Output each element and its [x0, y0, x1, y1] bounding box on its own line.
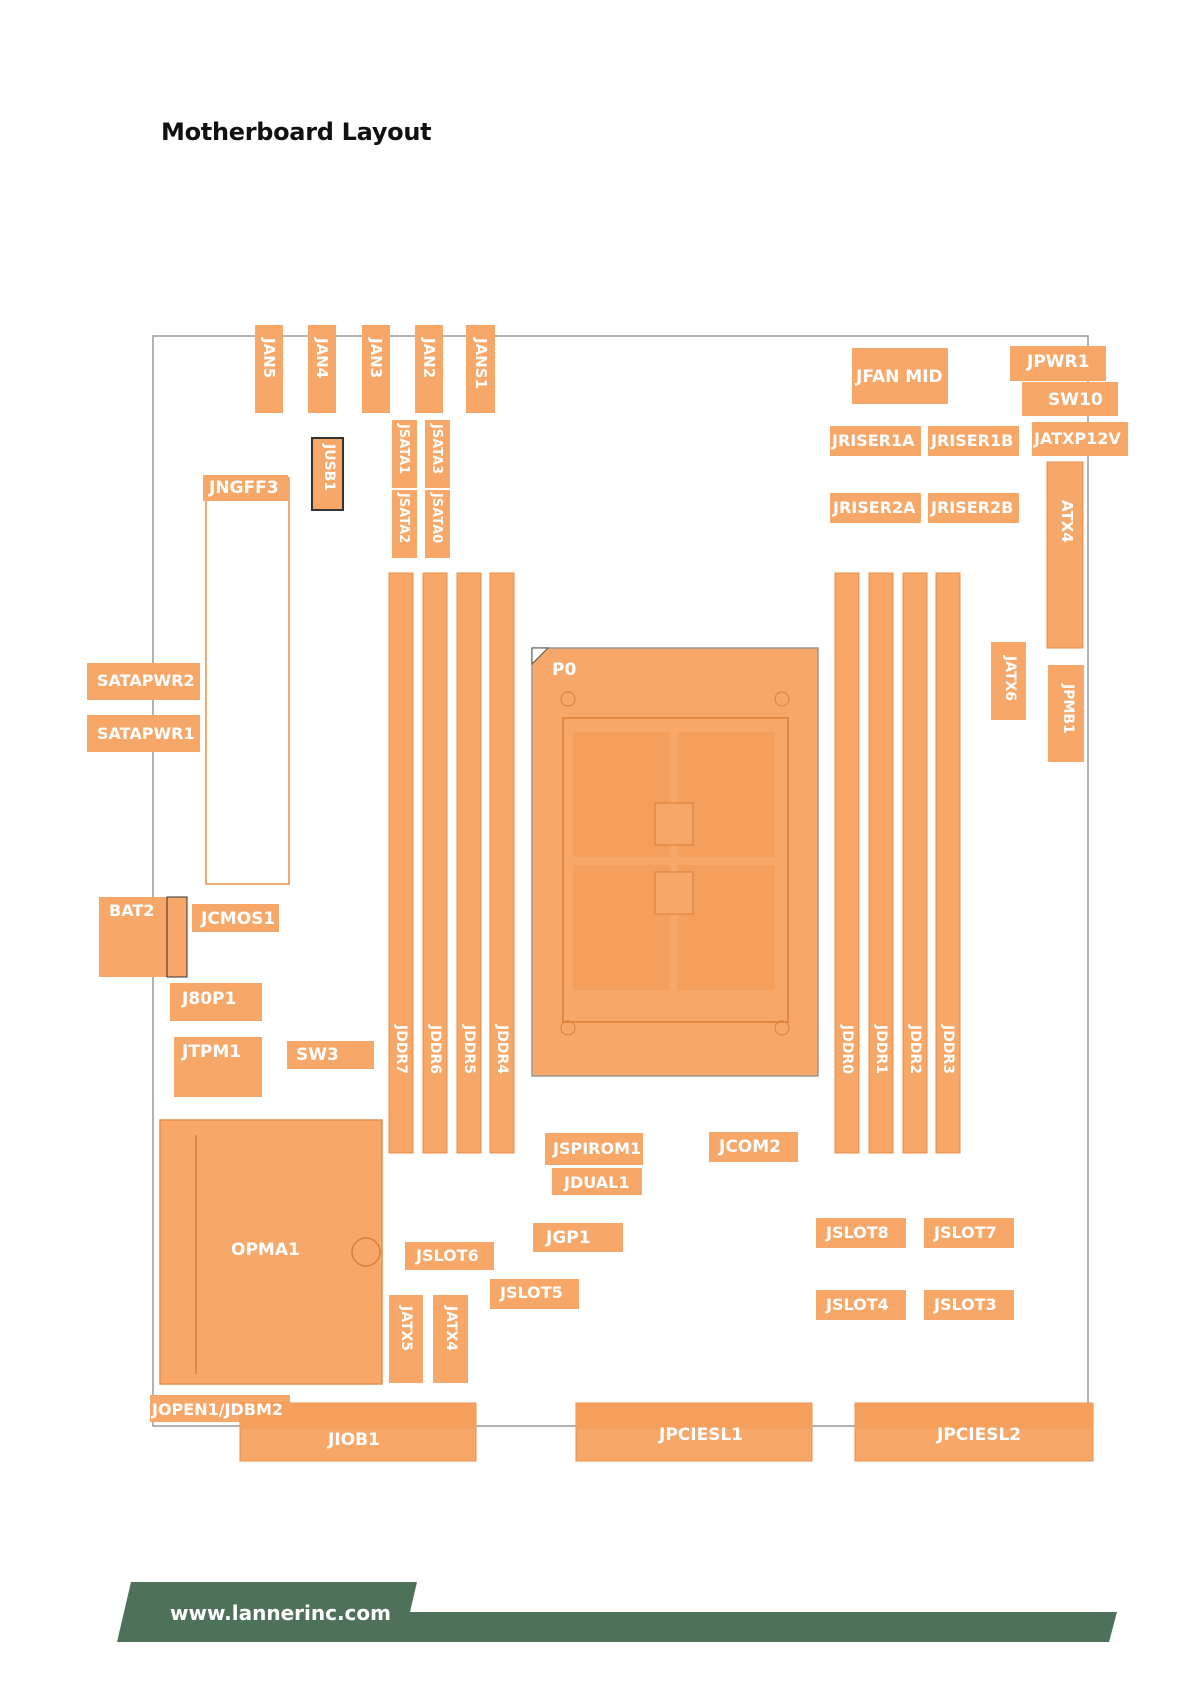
jslot7-label: JSLOT7: [934, 1223, 997, 1242]
jsata3-label: JSATA3: [429, 424, 444, 475]
jtpm1-header: [174, 1037, 262, 1097]
jfan-mid-label: JFAN MID: [856, 367, 943, 387]
jddr5-label: JDDR5: [461, 1025, 477, 1074]
jusb1-header: [311, 437, 344, 511]
jngff3-slot: [205, 477, 290, 885]
jriser2b-label: JRISER2B: [931, 498, 1014, 517]
jslot7-header: [924, 1218, 1014, 1248]
jopen1-jdbm2-label: JOPEN1/JDBM2: [152, 1400, 284, 1419]
satapwr1-connector: [87, 715, 200, 752]
jslot5-label: JSLOT5: [500, 1283, 563, 1302]
jslot8-header: [816, 1218, 906, 1248]
jiob1-label: JIOB1: [328, 1430, 380, 1450]
jdual1-label: JDUAL1: [564, 1173, 630, 1192]
jcmos1-label: JCMOS1: [201, 909, 276, 929]
jpciesl1-label: JPCIESL1: [659, 1425, 744, 1445]
jpmb1-label: JPMB1: [1060, 684, 1076, 734]
jatxp12v-label: JATXP12V: [1034, 429, 1121, 448]
jslot6-label: JSLOT6: [416, 1246, 479, 1265]
jatx6-label: JATX6: [1002, 656, 1018, 702]
j80p1-header: [170, 983, 262, 1021]
bat2-label: BAT2: [109, 901, 155, 920]
sata-connectors: [392, 420, 450, 558]
jusb1-label: JUSB1: [321, 444, 337, 492]
jngff3-label: JNGFF3: [209, 478, 279, 498]
jatx6-connector: [991, 642, 1026, 720]
p0-label: P0: [552, 660, 577, 680]
jddr0-label: JDDR0: [839, 1025, 855, 1074]
opma1-label: OPMA1: [231, 1240, 300, 1260]
jans1-label: JANS1: [472, 338, 490, 389]
jslot5-header: [490, 1279, 579, 1309]
jpciesl2-connector: [854, 1402, 1094, 1462]
jriser1a-label: JRISER1A: [832, 431, 915, 450]
jslot3-header: [924, 1290, 1014, 1320]
jddr7-label: JDDR7: [393, 1025, 409, 1074]
fan-headers: [255, 325, 495, 413]
jcom2-header: [709, 1132, 798, 1162]
cpu-socket-p0: [531, 647, 819, 1077]
jriser1b-label: JRISER1B: [931, 431, 1014, 450]
jatx4-connector: [433, 1295, 468, 1383]
jpciesl2-label: JPCIESL2: [937, 1425, 1022, 1445]
dimm-slots-left: [388, 572, 515, 1154]
jslot4-label: JSLOT4: [826, 1295, 889, 1314]
jatx5-connector: [389, 1295, 423, 1383]
j80p1-label: J80P1: [182, 989, 237, 1009]
jriser2a-connector: [830, 493, 921, 523]
jcmos1-header: [192, 904, 279, 932]
jsata1-label: JSATA1: [396, 424, 411, 475]
jpciesl1-connector: [575, 1402, 813, 1462]
jgp1-header: [533, 1223, 623, 1252]
jan2-label: JAN2: [420, 338, 438, 379]
jslot6-header: [405, 1242, 494, 1270]
jsata0-label: JSATA0: [429, 493, 444, 544]
jspirom1-label: JSPIROM1: [553, 1139, 642, 1158]
jddr3-label: JDDR3: [940, 1025, 956, 1074]
footer-url: www.lannerinc.com: [170, 1601, 391, 1625]
jan4-label: JAN4: [313, 338, 331, 379]
jriser2a-label: JRISER2A: [833, 498, 916, 517]
jslot3-label: JSLOT3: [934, 1295, 997, 1314]
sw3-switch: [287, 1041, 374, 1069]
atx4-right-label: ATX4: [1058, 500, 1076, 543]
jcom2-label: JCOM2: [719, 1137, 781, 1157]
jfan-mid-header: [852, 348, 948, 404]
jdual1-header: [552, 1168, 642, 1195]
sw3-label: SW3: [296, 1045, 339, 1065]
jspirom1-header: [545, 1133, 643, 1165]
jslot4-header: [816, 1290, 906, 1320]
jriser1b-connector: [928, 426, 1019, 456]
jatxp12v-connector: [1032, 422, 1128, 456]
jddr4-label: JDDR4: [494, 1025, 510, 1074]
jatx4-label: JATX4: [443, 1306, 459, 1352]
jddr6-label: JDDR6: [427, 1025, 443, 1074]
page-title: Motherboard Layout: [161, 118, 432, 146]
satapwr2-connector: [87, 663, 200, 700]
footer-band: [117, 1582, 1117, 1642]
jgp1-label: JGP1: [546, 1228, 591, 1248]
sw10-switch: [1022, 382, 1118, 416]
jddr1-label: JDDR1: [873, 1025, 889, 1074]
satapwr1-label: SATAPWR1: [97, 724, 195, 743]
jddr2-label: JDDR2: [907, 1025, 923, 1074]
jatx5-label: JATX5: [398, 1306, 414, 1352]
jpwr1-header: [1010, 346, 1106, 381]
satapwr2-label: SATAPWR2: [97, 671, 195, 690]
jriser1a-connector: [830, 426, 921, 456]
jiob1-connector: [239, 1402, 477, 1462]
dimm-slots-right: [834, 572, 961, 1154]
jtpm1-label: JTPM1: [182, 1042, 242, 1062]
jpmb1-connector: [1048, 665, 1084, 762]
jriser2b-connector: [928, 493, 1019, 523]
jsata2-label: JSATA2: [396, 493, 411, 544]
atx4-right-connector: [1046, 461, 1084, 649]
jan3-label: JAN3: [367, 338, 385, 379]
jslot8-label: JSLOT8: [826, 1223, 889, 1242]
jan5-label: JAN5: [260, 338, 278, 379]
sw10-label: SW10: [1048, 390, 1103, 410]
jpwr1-label: JPWR1: [1027, 352, 1090, 372]
